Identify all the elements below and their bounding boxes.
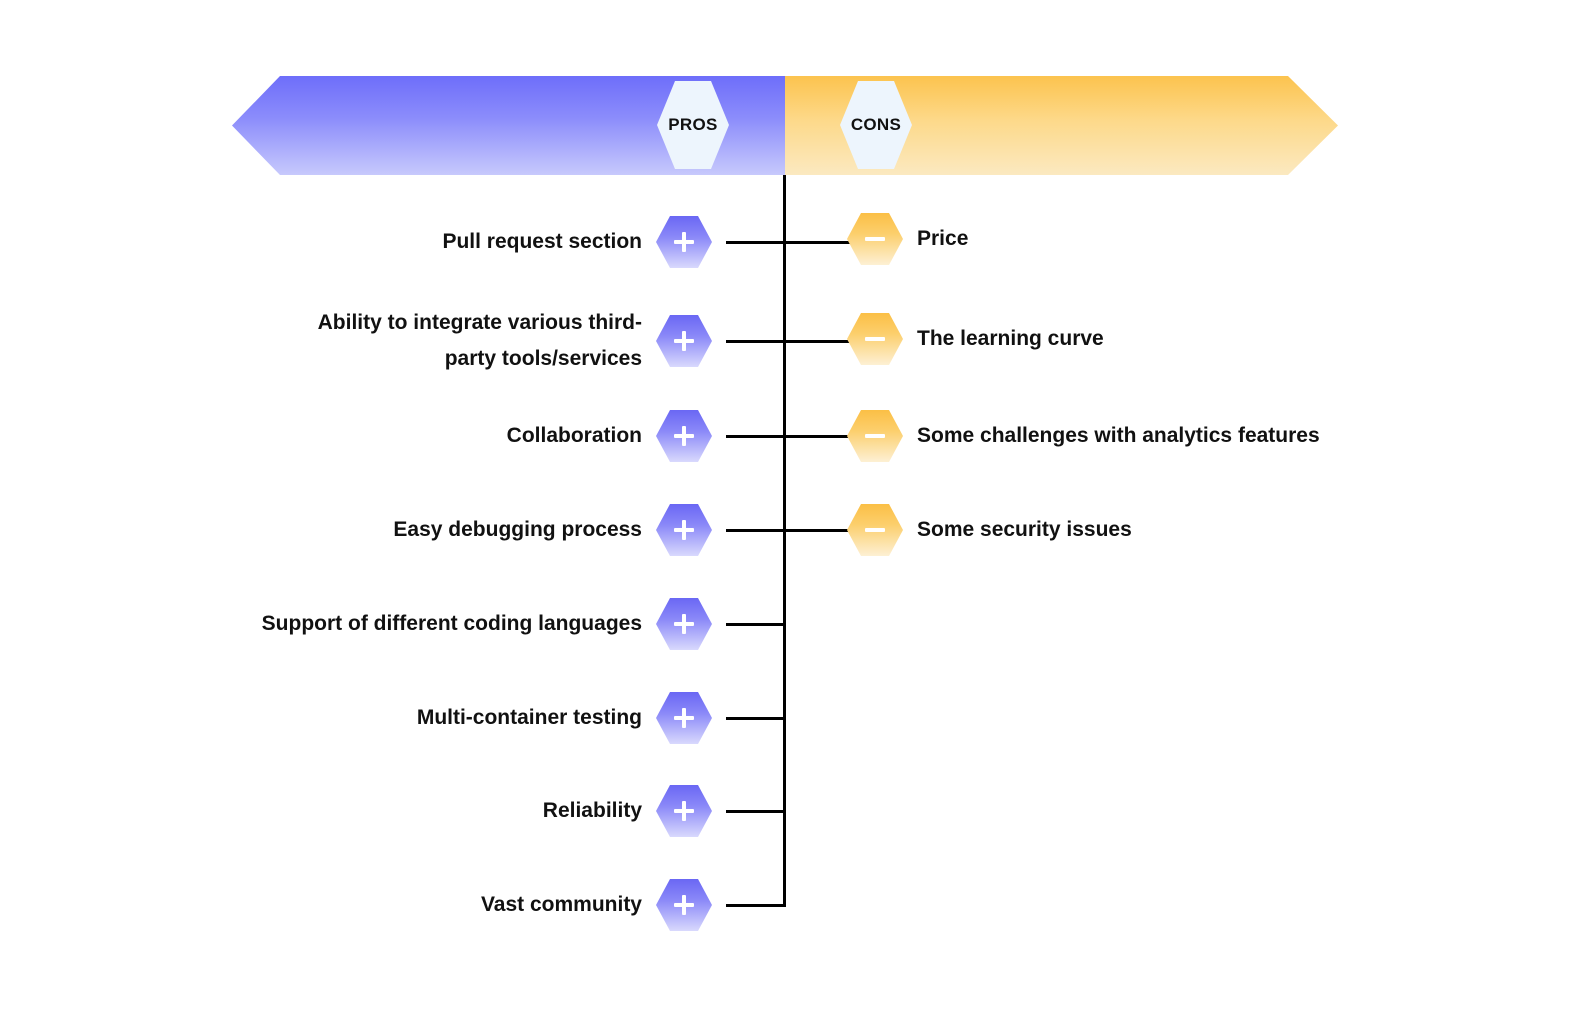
pros-label: Collaboration bbox=[506, 423, 642, 447]
pros-row[interactable]: Pull request section bbox=[442, 216, 712, 268]
cons-row[interactable]: Price bbox=[847, 213, 968, 265]
connector-row-3 bbox=[726, 435, 856, 438]
pros-label: Vast community bbox=[480, 892, 642, 916]
plus-icon bbox=[656, 598, 712, 650]
pros-row[interactable]: Ability to integrate various third-party… bbox=[282, 311, 712, 370]
plus-icon bbox=[656, 879, 712, 931]
cons-label: Some security issues bbox=[917, 518, 1132, 542]
plus-icon bbox=[656, 692, 712, 744]
cons-label: The learning curve bbox=[917, 327, 1104, 351]
minus-icon bbox=[847, 410, 903, 462]
connector-row-7 bbox=[726, 810, 786, 813]
cons-label: Price bbox=[917, 227, 969, 251]
connector-row-4 bbox=[726, 529, 856, 532]
cons-row[interactable]: The learning curve bbox=[847, 313, 1104, 365]
connector-row-6 bbox=[726, 717, 786, 720]
pros-cons-banner bbox=[232, 76, 1338, 175]
pros-row[interactable]: Reliability bbox=[543, 785, 712, 837]
pros-label: Ability to integrate various third-party… bbox=[317, 310, 642, 370]
pros-label: Multi-container testing bbox=[416, 705, 642, 729]
pros-label: Reliability bbox=[542, 798, 642, 822]
pros-row[interactable]: Multi-container testing bbox=[417, 692, 712, 744]
plus-icon bbox=[656, 785, 712, 837]
connector-row-8 bbox=[726, 904, 786, 907]
minus-icon bbox=[847, 313, 903, 365]
pros-label: Pull request section bbox=[442, 229, 642, 253]
cons-row[interactable]: Some security issues bbox=[847, 504, 1132, 556]
connector-row-2 bbox=[726, 340, 856, 343]
connector-row-5 bbox=[726, 623, 786, 626]
pros-row[interactable]: Vast community bbox=[481, 879, 712, 931]
pros-row[interactable]: Support of different coding languages bbox=[262, 598, 712, 650]
minus-icon bbox=[847, 504, 903, 556]
minus-icon bbox=[847, 213, 903, 265]
pros-row[interactable]: Easy debugging process bbox=[393, 504, 712, 556]
plus-icon bbox=[656, 504, 712, 556]
pros-header-label: PROS bbox=[668, 115, 718, 134]
pros-row[interactable]: Collaboration bbox=[507, 410, 712, 462]
cons-label: Some challenges with analytics features bbox=[917, 424, 1320, 448]
connector-row-1 bbox=[726, 241, 856, 244]
center-spine-line bbox=[783, 175, 786, 907]
plus-icon bbox=[656, 216, 712, 268]
cons-header-label: CONS bbox=[850, 115, 902, 134]
cons-row[interactable]: Some challenges with analytics features bbox=[847, 410, 1320, 462]
plus-icon bbox=[656, 315, 712, 367]
pros-label: Easy debugging process bbox=[393, 517, 642, 541]
pros-label: Support of different coding languages bbox=[261, 611, 642, 635]
plus-icon bbox=[656, 410, 712, 462]
